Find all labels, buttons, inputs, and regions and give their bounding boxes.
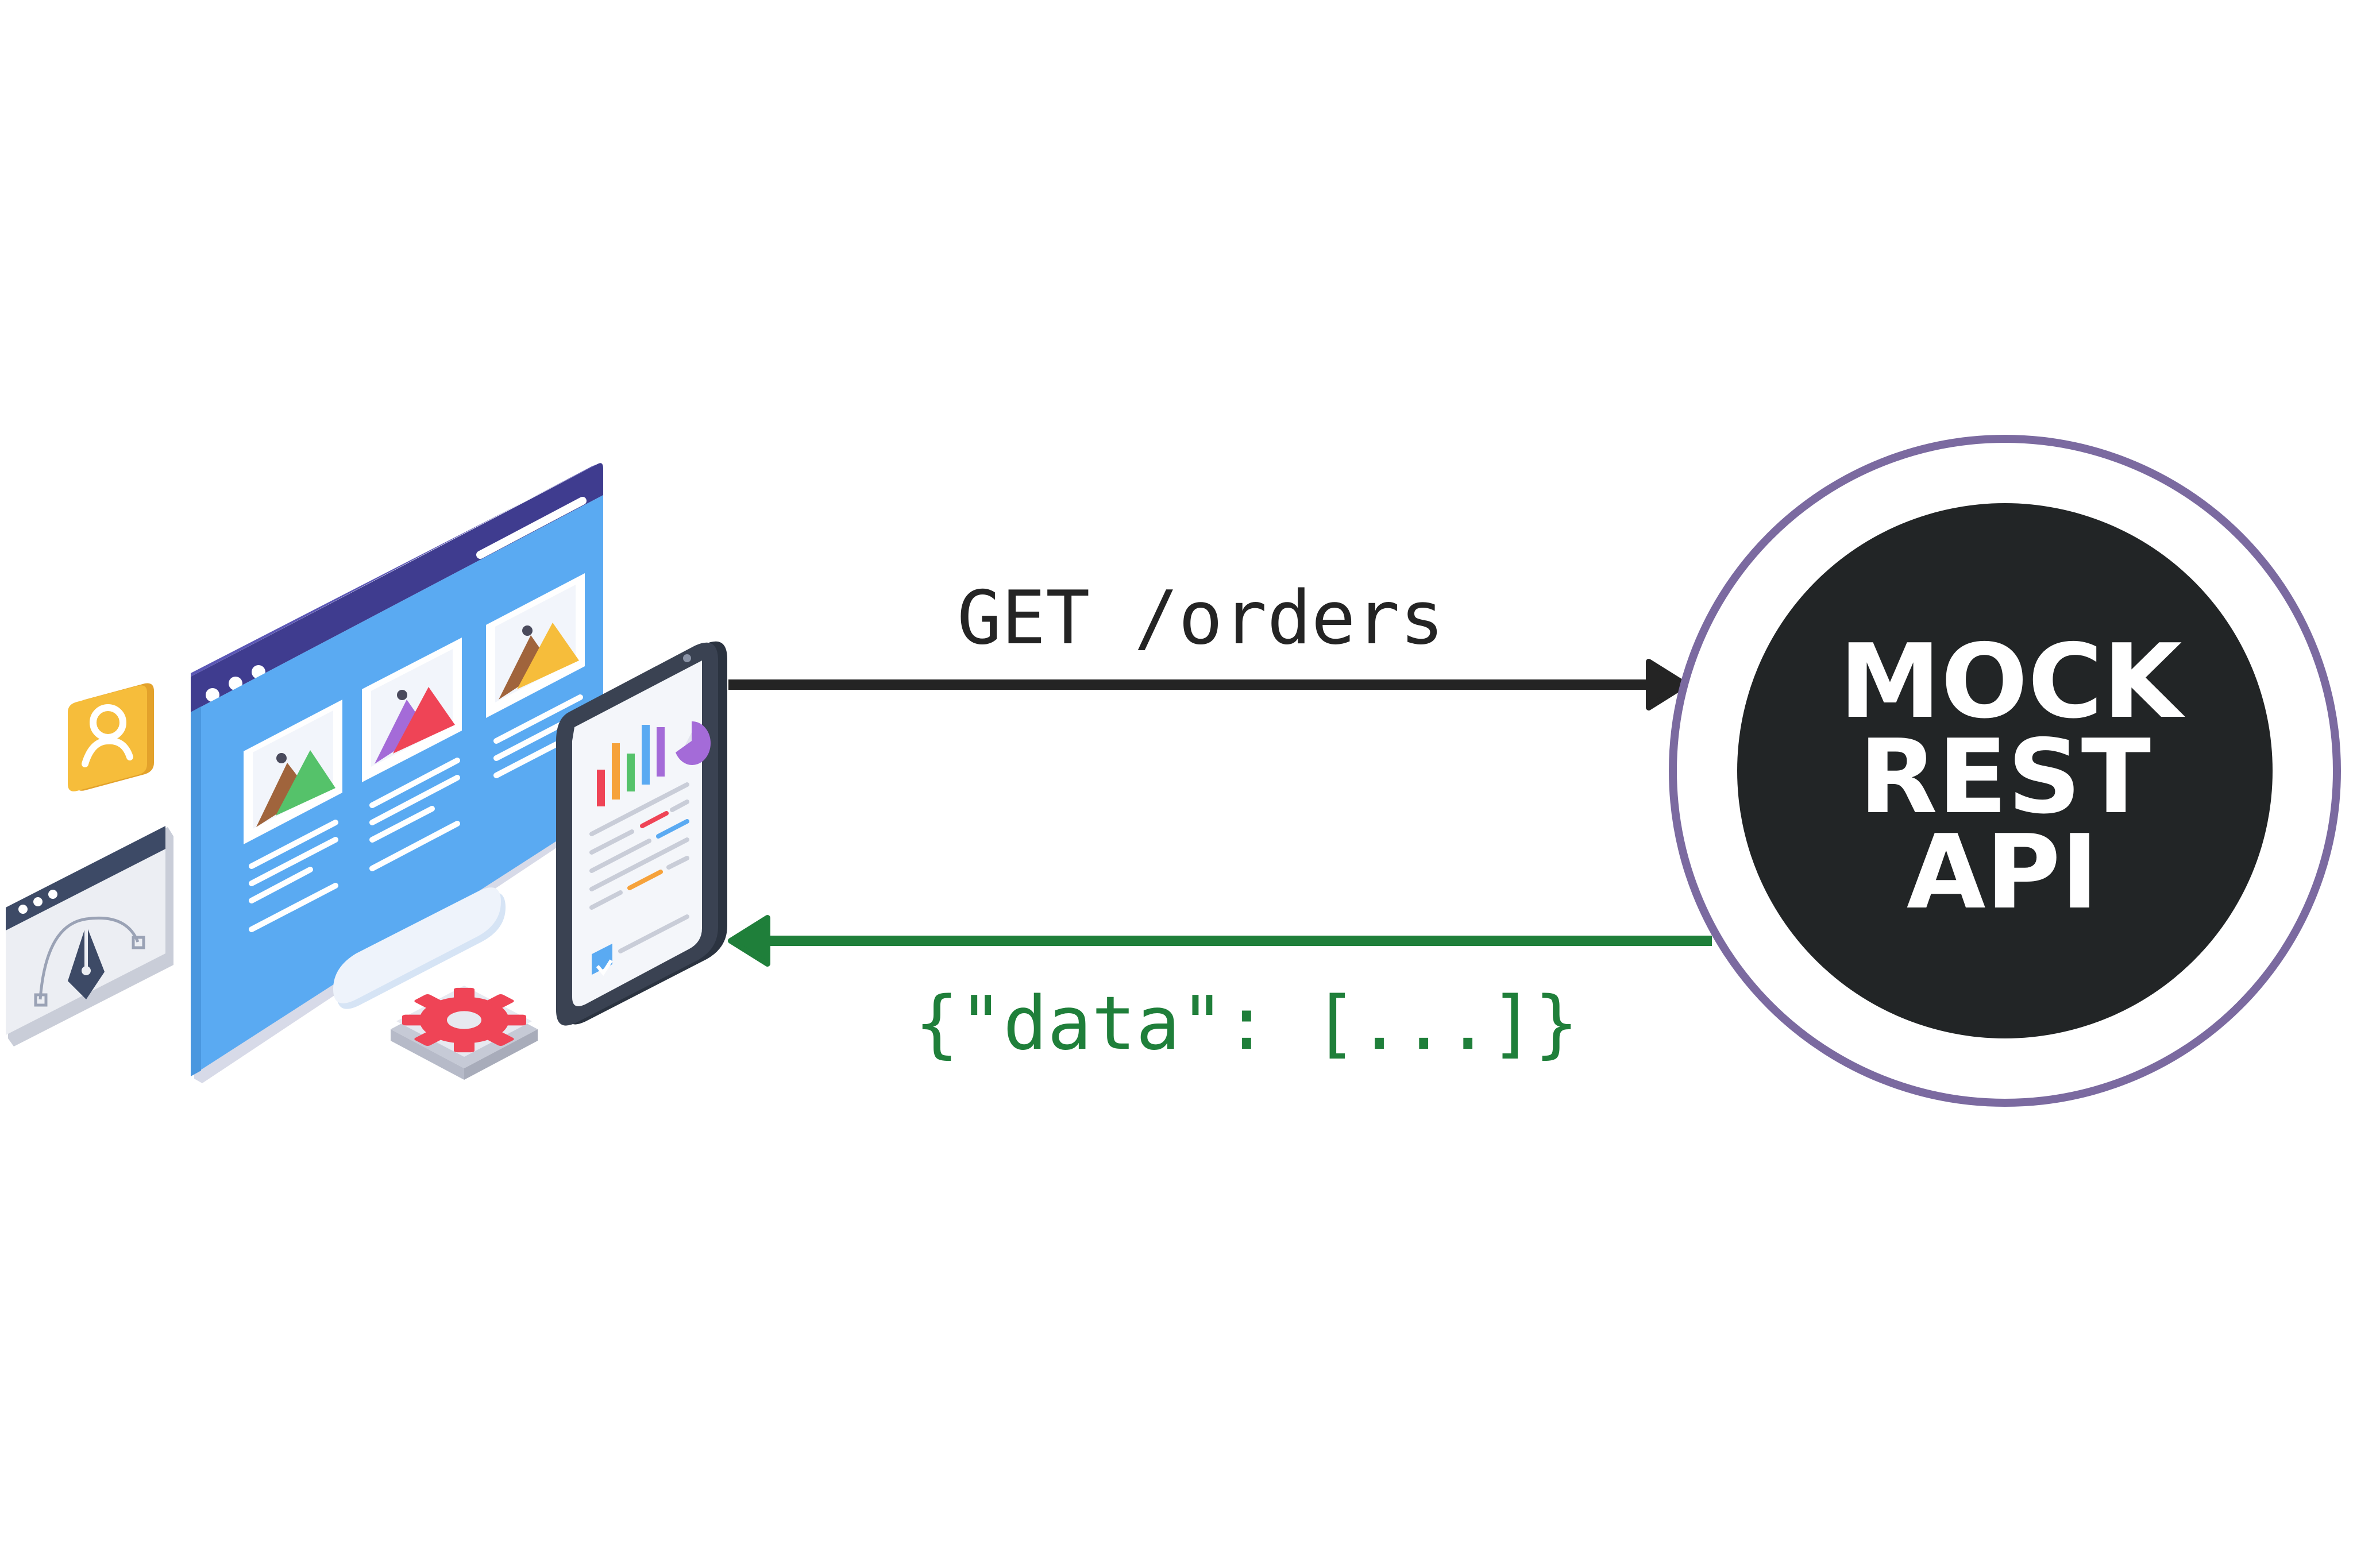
response-arrow-head	[728, 915, 770, 967]
smartphone-icon	[556, 641, 727, 1026]
mock-rest-api-server: MOCK REST API	[1669, 435, 2341, 1107]
vector-editor-window-icon	[6, 826, 173, 1046]
request-arrow-head	[1646, 659, 1688, 710]
browser-window-icon	[191, 463, 603, 1083]
server-core	[1737, 503, 2273, 1038]
request-label: GET /orders	[957, 576, 1444, 661]
server-label-line-2: REST	[1859, 717, 2151, 836]
response-arrow	[728, 915, 1712, 967]
response-label: {"data": [...]}	[915, 981, 1579, 1067]
gear-icon	[391, 986, 538, 1080]
client-illustration	[6, 463, 727, 1083]
server-label-line-3: API	[1907, 813, 2099, 932]
server-label-line-1: MOCK	[1839, 622, 2185, 741]
user-badge-icon	[68, 683, 154, 791]
request-arrow	[728, 659, 1688, 710]
